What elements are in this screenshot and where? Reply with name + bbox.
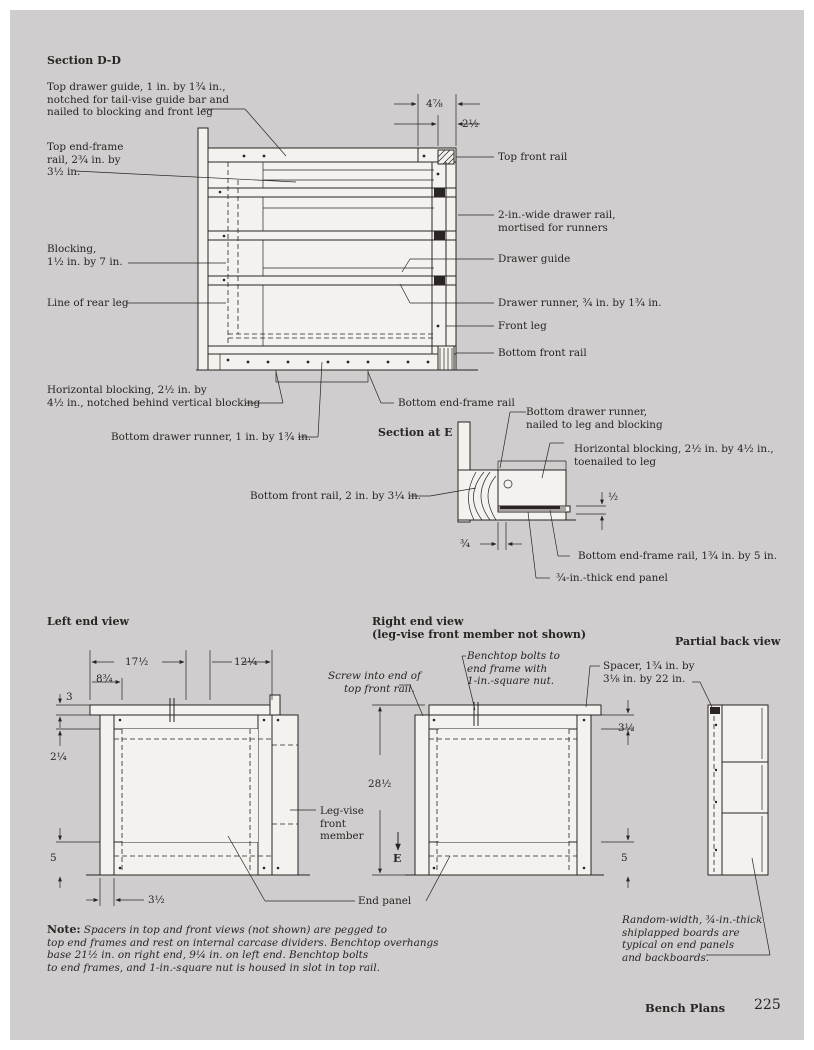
label-bottom-end-frame-rail: Bottom end-frame rail — [398, 397, 515, 409]
book-page: Section D-D Top drawer guide, 1 in. by 1… — [10, 10, 804, 1040]
label-top-drawer-guide: Top drawer guide, 1 in. by 1¾ in., notch… — [47, 81, 230, 118]
label-e-bottom-end-frame-rail: Bottom end-frame rail, 1¾ in. by 5 in. — [578, 550, 778, 562]
dim-top-width: 4⅞ — [426, 98, 443, 110]
label-e-bottom-drawer-runner: Bottom drawer runner, nailed to leg and … — [526, 406, 663, 431]
label-shiplapped-boards: Random-width, ¾-in.-thick shiplapped boa… — [622, 914, 763, 964]
label-end-panel: End panel — [358, 895, 412, 907]
dim-e-half: ½ — [608, 491, 619, 503]
left-end-view-title: Left end view — [47, 615, 129, 628]
label-spacer: Spacer, 1¾ in. by 3⅛ in. by 22 in. — [603, 660, 695, 685]
section-dd-drawing — [74, 94, 494, 438]
dim-e-three-quarter: ¾ — [460, 538, 471, 550]
dim-right-5: 5 — [621, 852, 628, 864]
note-block: Note: Spacers in top and front views (no… — [47, 923, 439, 974]
label-top-end-frame-rail: Top end-frame rail, 2¾ in. by 3½ in. — [47, 141, 124, 178]
partial-back-view-title: Partial back view — [675, 635, 781, 648]
label-bottom-drawer-runner: Bottom drawer runner, 1 in. by 1¾ in. — [111, 431, 312, 443]
label-horizontal-blocking: Horizontal blocking, 2½ in. by 4½ in., n… — [47, 384, 261, 409]
dim-left-12: 12¼ — [234, 656, 258, 668]
label-e-bottom-front-rail: Bottom front rail, 2 in. by 3¼ in. — [250, 490, 421, 502]
dim-right-3h: 3½ — [618, 722, 635, 734]
section-dd-title: Section D-D — [47, 54, 121, 67]
dim-left-3h: 3½ — [148, 894, 165, 906]
label-blocking: Blocking, 1½ in. by 7 in. — [47, 243, 123, 268]
dim-left-3: 3 — [66, 691, 73, 703]
label-top-front-rail: Top front rail — [498, 151, 568, 163]
drawing-canvas — [56, 94, 771, 956]
label-line-rear-leg: Line of rear leg — [47, 297, 129, 309]
section-e-title: Section at E — [378, 426, 453, 439]
partial-back-view-drawing — [692, 681, 771, 956]
label-bottom-front-rail: Bottom front rail — [498, 347, 587, 359]
dim-left-2: 2¼ — [50, 751, 67, 763]
label-drawer-guide: Drawer guide — [498, 253, 571, 265]
dim-right-28: 28½ — [368, 778, 392, 790]
label-e-end-panel: ¾-in.-thick end panel — [556, 572, 668, 584]
label-leg-vise: Leg-vise front member — [320, 805, 364, 842]
dim-left-8: 8¾ — [96, 673, 113, 685]
dim-top-rail: 2½ — [462, 118, 479, 130]
page-number: 225 — [754, 997, 781, 1013]
label-front-leg: Front leg — [498, 320, 547, 332]
label-drawer-runner: Drawer runner, ¾ in. by 1¾ in. — [498, 297, 662, 309]
label-drawer-rail: 2-in.-wide drawer rail, mortised for run… — [498, 209, 616, 234]
section-e-drawing — [410, 411, 606, 579]
footer-label: Bench Plans — [645, 1001, 726, 1015]
dim-left-5: 5 — [50, 852, 57, 864]
label-benchtop-bolts: Benchtop bolts to end frame with 1-in.-s… — [467, 650, 560, 687]
right-end-view-drawing — [372, 655, 634, 902]
label-e-horizontal-blocking: Horizontal blocking, 2½ in. by 4½ in., t… — [574, 443, 774, 468]
label-screw: Screw into end of top front rail. — [328, 670, 421, 695]
left-end-view-drawing — [56, 650, 355, 906]
section-mark-e: E — [393, 852, 402, 865]
note-label: Note: — [47, 923, 81, 936]
right-end-view-title: Right end view (leg-vise front member no… — [372, 615, 587, 641]
dim-left-17: 17½ — [125, 656, 149, 668]
